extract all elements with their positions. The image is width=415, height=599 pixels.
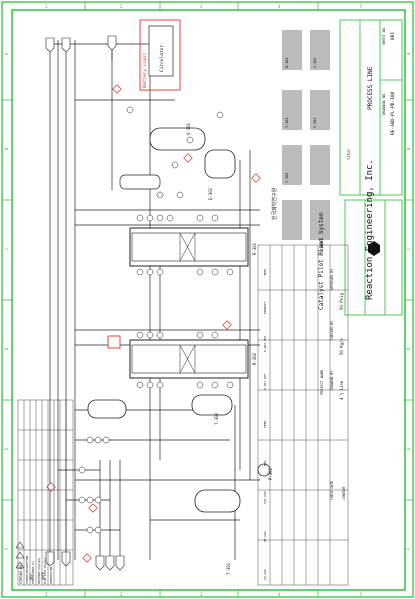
- grid-col-label: 5: [360, 4, 363, 9]
- vessel-v301-label: V-301: [186, 122, 191, 135]
- grid-col-label: 5: [360, 592, 363, 597]
- grid-col-label: 4: [278, 592, 281, 597]
- separator-v302: [204, 149, 236, 179]
- notes-col-e: E-301: [313, 117, 317, 128]
- reactor-r301-bed: [179, 232, 196, 262]
- title-label: TITLE: [347, 149, 351, 160]
- approved-by: APPROVED BY: [330, 269, 334, 290]
- project-name-label: PROJECT NAME: [320, 370, 324, 395]
- reactor-r301-inner: [131, 232, 247, 262]
- grid-row-label: F: [406, 547, 411, 550]
- stream-col-header: CO2 GAS: [263, 491, 267, 504]
- equipment-notes: [282, 30, 330, 240]
- circulator-label: Circulator: [159, 45, 165, 72]
- vessel-t302: [191, 394, 233, 416]
- company-logo: [368, 241, 380, 256]
- sheet-title: PROCESS LINE: [367, 66, 374, 110]
- pressure-spec: 50 Kg/s: [339, 338, 344, 355]
- project-name: Catalyst Pilot Plant System: [318, 212, 325, 310]
- grid-row-label: D: [406, 347, 411, 350]
- stream-col-header: H2 GAS: [263, 531, 267, 542]
- line-size: 4 ½ Line: [339, 380, 344, 400]
- title-block-frame: [339, 19, 403, 316]
- stream-col-header: R-302 OUT: [263, 336, 267, 352]
- instrument-bubbles: [78, 106, 234, 534]
- grid-col-label: 2: [120, 592, 123, 597]
- stream-table-header: STREAM NO.: [19, 563, 23, 584]
- battery-limit-box: [139, 19, 181, 91]
- grid-row-label: E: [4, 447, 9, 450]
- customer-label: CUSTOMER: [320, 237, 324, 255]
- reactor-r302: [129, 339, 249, 379]
- stream-col-header: VENT: [263, 269, 267, 276]
- grid-row-label: B: [406, 147, 411, 150]
- circulator-box: [148, 25, 174, 77]
- date-label: DATE: [41, 572, 45, 580]
- exchanger-e301: [119, 174, 161, 190]
- red-instruments: [46, 84, 261, 563]
- content-label: CONTENT: [342, 486, 346, 500]
- grid-row-label: C: [4, 247, 9, 250]
- stream-row-label: FLOW RATE (Kg/hr): [43, 557, 47, 584]
- grid-col-label: 2: [120, 4, 123, 9]
- sheet-number-label: SHEET NO.: [382, 26, 386, 45]
- company-name-korean: 한국화학연구원: [271, 187, 278, 220]
- stream-row-label: COMPOSITION: [49, 566, 53, 584]
- reactor-r302-label: R-302: [252, 352, 257, 365]
- grid-col-label: 3: [200, 4, 203, 9]
- sheet-number: 001: [390, 32, 396, 40]
- reactor-r301-label: R-301: [252, 242, 257, 255]
- reactor-r302-inner: [131, 344, 247, 374]
- checked-by: CHECKED BY: [330, 321, 334, 340]
- stream-col-header: R-301 OUT: [263, 374, 267, 390]
- stream-col-header: MIX: [263, 460, 267, 466]
- exchanger-e301-label: E-301: [208, 187, 213, 200]
- battery-limit-label: Battery Limit: [142, 52, 148, 88]
- reactor-r301: [129, 227, 249, 267]
- stream-row-label: TEMPERATURE (C): [31, 560, 35, 584]
- vessel-t301: [194, 489, 241, 513]
- grid-col-label: 1: [45, 592, 48, 597]
- stream-table-right: [257, 244, 349, 586]
- heater-box: [107, 335, 121, 349]
- stream-col-header: PRODUCT: [263, 301, 267, 314]
- company-name: Reaction Engineering, Inc.: [365, 159, 375, 300]
- pump-label: P-301: [268, 467, 273, 480]
- notes-col-c: T-302: [285, 172, 289, 183]
- reactor-r302-bed: [179, 344, 196, 374]
- grid-col-label: 4: [278, 4, 281, 9]
- drawing-number: RE-ABD-PL-PD-100: [390, 91, 396, 135]
- pressure-spec-2: 50 Psig: [339, 293, 344, 310]
- grid-row-label: B: [4, 147, 9, 150]
- check-date-label: CHECK DATE: [330, 481, 334, 500]
- drawing-number-label: DRAWING NO.: [382, 92, 386, 115]
- grid-row-label: F: [4, 547, 9, 550]
- grid-col-label: 1: [45, 4, 48, 9]
- tank-t302-label: T-302: [214, 412, 219, 425]
- stream-row-label: PRESSURE (Kg/cm2): [37, 557, 41, 584]
- separator-v301: [149, 127, 206, 151]
- revision-triangles: [15, 541, 25, 569]
- notes-col-d: V-301: [313, 57, 317, 68]
- stream-col-header: CO GAS: [263, 569, 267, 580]
- notes-col-a: R-301: [285, 57, 289, 68]
- grid-row-label: A: [4, 52, 9, 55]
- stream-col-header: FEED: [263, 421, 267, 428]
- revision-label: REV.: [29, 572, 33, 580]
- grid-row-label: A: [406, 52, 411, 55]
- grid-row-label: D: [4, 347, 9, 350]
- stream-row-label: STREAM DESCRIPTION: [25, 555, 29, 584]
- tank-t301-label: T-301: [226, 562, 231, 575]
- stream-table: [17, 399, 74, 586]
- grid-row-label: E: [406, 447, 411, 450]
- grid-row-label: C: [406, 247, 411, 250]
- vessel-small: [87, 399, 127, 419]
- notes-col-b: T-301: [285, 117, 289, 128]
- grid-col-label: 3: [200, 592, 203, 597]
- drawn-by: DRAWING BY: [330, 371, 334, 390]
